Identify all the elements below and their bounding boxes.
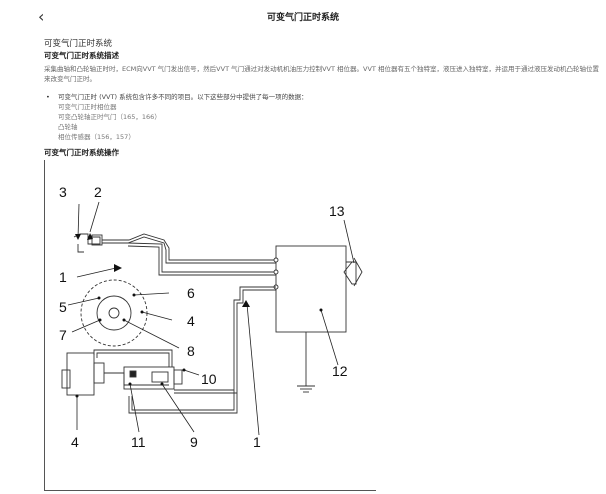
callout-1b: 1 bbox=[253, 434, 261, 450]
callout-3: 3 bbox=[59, 184, 67, 200]
component-list: 可变气门正时 (VVT) 系统包含许多不同的项目。以下这些部分中提供了每一项的数… bbox=[44, 92, 606, 142]
control-valve bbox=[123, 366, 175, 390]
callout-10: 10 bbox=[201, 371, 217, 387]
callout-7: 7 bbox=[59, 327, 67, 343]
list-item: 凸轮轴 bbox=[58, 123, 78, 131]
wire-sensor-1 bbox=[102, 233, 276, 261]
doc-heading: 可变气门正时系统 bbox=[44, 39, 113, 49]
callout-5: 5 bbox=[59, 299, 67, 315]
phaser-wheel bbox=[80, 279, 148, 347]
callout-6: 6 bbox=[187, 285, 195, 301]
top-bar: ‹ 可变气门正时系统 bbox=[0, 0, 606, 34]
vvt-solenoid bbox=[66, 352, 95, 396]
callout-2: 2 bbox=[94, 184, 102, 200]
callout-9: 9 bbox=[190, 434, 198, 450]
vvt-system-diagram: 3 2 1 5 6 7 4 8 10 4 11 9 1 13 12 bbox=[44, 160, 376, 491]
oil-line-1 bbox=[93, 349, 173, 367]
list-item: 可变气门正时 (VVT) 系统包含许多不同的项目。以下这些部分中提供了每一项的数… bbox=[44, 92, 606, 102]
doc-subheading: 可变气门正时系统描述 bbox=[44, 51, 119, 60]
back-chevron-icon[interactable]: ‹ bbox=[38, 7, 45, 26]
callout-4: 4 bbox=[187, 313, 195, 329]
document-body: 可变气门正时系统 可变气门正时系统描述 采集曲轴和凸轮轴正时时，ECM向VVT … bbox=[44, 38, 606, 142]
list-item: 相位传感器（156，157） bbox=[58, 133, 135, 141]
ecm-box bbox=[275, 245, 347, 333]
callout-12: 12 bbox=[332, 363, 348, 379]
section-heading: 可变气门正时系统操作 bbox=[44, 148, 119, 157]
callout-13: 13 bbox=[329, 203, 345, 219]
list-item: 可变凸轮轴正时气门（165，166） bbox=[58, 113, 161, 121]
callout-8: 8 bbox=[187, 343, 195, 359]
page-title: 可变气门正时系统 bbox=[266, 13, 339, 23]
wire-sensor-2 bbox=[127, 242, 276, 273]
doc-description: 采集曲轴和凸轮轴正时时，ECM向VVT 气门发出信号，然后VVT 气门通过对发动… bbox=[44, 65, 599, 83]
wire-valve-1 bbox=[131, 286, 276, 411]
callout-1: 1 bbox=[59, 269, 67, 285]
list-item: 可变气门正时相位器 bbox=[58, 103, 117, 111]
callout-4b: 4 bbox=[71, 434, 79, 450]
callout-11: 11 bbox=[131, 434, 146, 450]
